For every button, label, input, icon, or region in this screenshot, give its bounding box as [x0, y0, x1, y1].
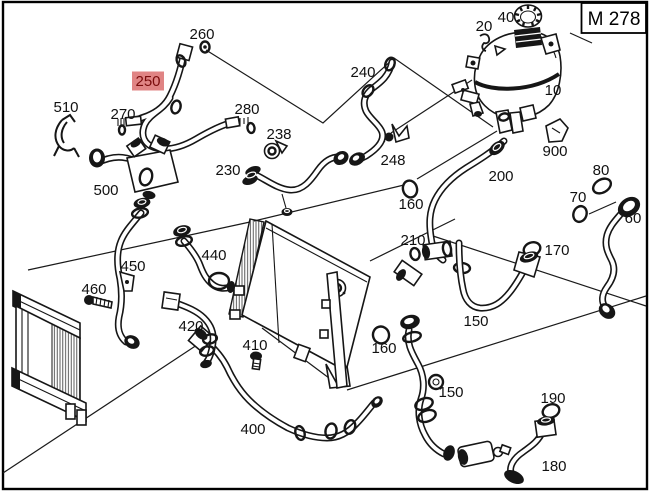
- hose-60: [598, 196, 641, 319]
- leader-lines: [2, 32, 647, 474]
- part-label-20: 20: [476, 18, 493, 35]
- tank-clip-20: [479, 33, 491, 52]
- hose-420: [161, 291, 219, 369]
- part-label-80: 80: [593, 162, 610, 179]
- part-label-170: 170: [544, 242, 569, 259]
- part-label-150-upper: 150: [463, 313, 488, 330]
- part-label-248: 248: [380, 152, 405, 169]
- part-label-280: 280: [234, 101, 259, 118]
- hose-180: [504, 416, 557, 485]
- part-label-450: 450: [120, 258, 145, 275]
- hose-250: [117, 42, 249, 149]
- part-label-190: 190: [540, 390, 565, 407]
- part-label-70: 70: [570, 189, 587, 206]
- part-label-10: 10: [545, 82, 562, 99]
- main-radiator: [228, 218, 445, 391]
- hose-400: [187, 324, 383, 441]
- hose-connector-piece: [457, 440, 512, 468]
- washer-260: [199, 40, 211, 54]
- o-ring-190: [541, 403, 561, 419]
- part-label-240: 240: [350, 64, 375, 81]
- clip-510: [53, 113, 80, 158]
- o-ring-210: [409, 246, 421, 262]
- grommet-238: [263, 139, 289, 160]
- hose-150-lower: [400, 314, 455, 461]
- tank-filler-neck: [514, 27, 543, 48]
- diagram-code: M 278: [588, 9, 641, 30]
- title-box: M 278: [580, 2, 647, 34]
- part-label-900: 900: [542, 143, 567, 160]
- part-label-210: 210: [400, 232, 425, 249]
- part-label-230: 230: [215, 162, 240, 179]
- expansion-tank: [451, 4, 562, 134]
- part-label-410: 410: [242, 337, 267, 354]
- o-ring-80: [591, 177, 613, 195]
- part-label-250: 250: [135, 73, 160, 90]
- tank-cap-40: [513, 4, 543, 28]
- part-label-150-lower: 150: [438, 384, 463, 401]
- part-label-260: 260: [189, 26, 214, 43]
- hose-450: [118, 197, 151, 349]
- part-label-400: 400: [240, 421, 265, 438]
- hose-440: [173, 225, 236, 293]
- part-label-238: 238: [266, 126, 291, 143]
- o-ring-280: [246, 121, 256, 135]
- hose-240: [349, 56, 410, 166]
- part-label-500: 500: [93, 182, 118, 199]
- o-ring-160-lower: [371, 325, 391, 345]
- thermostat-500: [89, 134, 179, 200]
- bolt-410: [250, 351, 262, 371]
- part-label-420: 420: [178, 318, 203, 335]
- intercooler-radiator: [11, 289, 87, 426]
- hose-150-upper: [459, 243, 542, 308]
- part-label-200: 200: [488, 168, 513, 185]
- o-ring-70: [572, 204, 588, 224]
- part-label-60: 60: [625, 210, 642, 227]
- bracket-900: [545, 118, 569, 143]
- part-label-510: 510: [53, 99, 78, 116]
- bolt-460: [84, 295, 113, 309]
- part-label-160-upper: 160: [398, 196, 423, 213]
- part-label-40: 40: [498, 9, 515, 26]
- hose-200: [430, 138, 508, 260]
- o-ring-160-upper: [401, 179, 419, 199]
- part-label-460: 460: [81, 281, 106, 298]
- part-label-270: 270: [110, 106, 135, 123]
- part-label-180: 180: [541, 458, 566, 475]
- part-label-160-lower: 160: [371, 340, 396, 357]
- part-label-440: 440: [201, 247, 226, 264]
- hose-230: [242, 150, 349, 216]
- highlight-box-250: [132, 71, 164, 91]
